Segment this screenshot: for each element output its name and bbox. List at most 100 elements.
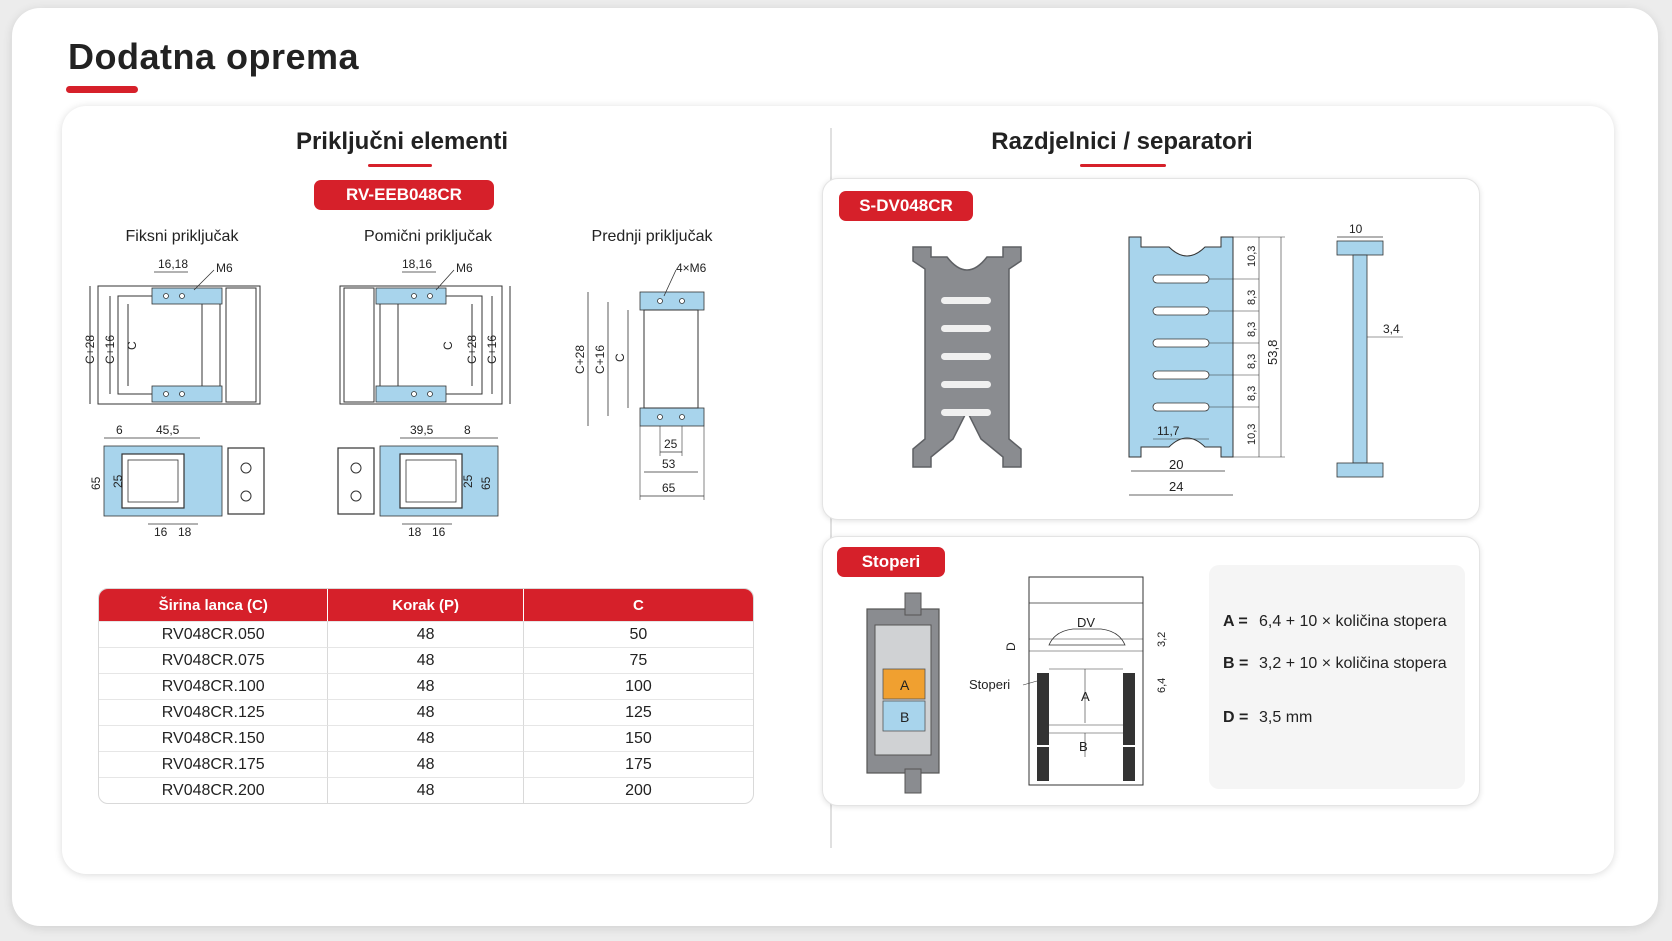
header-c: C <box>523 589 753 621</box>
dim-16-18: 16,18 <box>158 257 188 271</box>
fixed-connector-label: Fiksni priključak <box>125 228 239 245</box>
dim-65-moving: 65 <box>479 476 493 490</box>
fixed-connector-drawing: 16,18 M6 C+28 C+16 C 6 45,5 65 25 16 18 <box>83 257 265 539</box>
left-section-underline <box>368 164 432 167</box>
cell-model: RV048CR.200 <box>99 777 329 803</box>
dim-18-moving: 18 <box>408 525 422 539</box>
dim-3-2: 3,2 <box>1156 632 1168 647</box>
formula-a-value: 6,4 + 10 × količina stopera <box>1259 613 1447 630</box>
right-section-title: Razdjelnici / separatori <box>991 128 1253 155</box>
stopper-formulas: A = 6,4 + 10 × količina stopera B = 3,2 + … <box>1209 565 1465 789</box>
separator-card: S-DV048CR <box>822 178 1480 520</box>
cell-c: 175 <box>523 751 753 777</box>
cell-c: 200 <box>523 777 753 803</box>
dim-25-moving: 25 <box>461 474 475 488</box>
dim-18-16: 18,16 <box>402 257 432 271</box>
moving-connector-drawing: 18,16 M6 C C+28 C+16 39,5 8 25 65 18 16 <box>337 257 511 539</box>
dim-65: 65 <box>89 476 103 490</box>
dim-11-7: 11,7 <box>1157 424 1180 438</box>
dim-10-3-bottom: 10,3 <box>1246 424 1258 445</box>
page-title: Dodatna oprema <box>68 36 360 77</box>
dim-16: 16 <box>154 525 168 539</box>
dim-c28-moving: C+28 <box>465 335 479 364</box>
dim-8-3-a: 8,3 <box>1246 290 1258 305</box>
header-pitch: Korak (P) <box>328 589 524 621</box>
left-section-title: Priključni elementi <box>295 128 509 155</box>
stoppers-card: Stoperi A B DV D <box>822 536 1480 806</box>
dim-25-front: 25 <box>664 437 678 451</box>
cell-pitch: 48 <box>328 751 524 777</box>
formula-d: D =3,5 mm <box>1223 709 1312 727</box>
dim-c16-front: C+16 <box>593 345 607 374</box>
right-section-underline <box>1080 164 1166 167</box>
cell-model: RV048CR.175 <box>99 751 329 777</box>
cell-c: 150 <box>523 725 753 751</box>
dim-53-8: 53,8 <box>1265 340 1280 365</box>
dim-b: B <box>1079 739 1088 754</box>
cell-pitch: 48 <box>328 699 524 725</box>
dim-c: C <box>125 341 139 350</box>
dim-a: A <box>1081 689 1090 704</box>
connector-spec-table: Širina lanca (C) Korak (P) C RV048CR.050… <box>98 588 754 804</box>
dim-10: 10 <box>1349 222 1363 236</box>
cell-pitch: 48 <box>328 621 524 647</box>
front-connector-label: Prednji priključak <box>591 228 713 245</box>
dim-c-front: C <box>613 353 627 362</box>
dim-45-5: 45,5 <box>156 423 180 437</box>
cell-c: 50 <box>523 621 753 647</box>
dim-c-moving: C <box>441 341 455 350</box>
cell-pitch: 48 <box>328 647 524 673</box>
cell-c: 100 <box>523 673 753 699</box>
formula-a-key: A = <box>1223 613 1248 630</box>
dim-8-3-d: 8,3 <box>1246 386 1258 401</box>
stoppers-badge: Stoperi <box>837 547 945 577</box>
stopper-b-label: B <box>900 709 909 725</box>
stopper-drawing: DV D A B Stoperi 3,2 6,4 <box>969 576 1168 786</box>
stopper-photo: A B <box>866 592 940 794</box>
dim-25: 25 <box>111 474 125 488</box>
separator-side-view: 10 3,4 <box>1336 222 1403 478</box>
dim-18: 18 <box>178 525 192 539</box>
cell-pitch: 48 <box>328 725 524 751</box>
formula-b-value: 3,2 + 10 × količina stopera <box>1259 655 1447 672</box>
stopper-a-label: A <box>900 677 910 693</box>
connector-model-badge: RV-EEB048CR <box>314 180 494 210</box>
front-connector-drawing: 4×M6 C+28 C+16 C 25 53 65 <box>573 261 707 500</box>
cell-model: RV048CR.075 <box>99 647 329 673</box>
dim-8-3-b: 8,3 <box>1246 322 1258 337</box>
dim-c28: C+28 <box>83 335 97 364</box>
dim-24: 24 <box>1169 479 1183 494</box>
dim-8-3-c: 8,3 <box>1246 354 1258 369</box>
formula-d-key: D = <box>1223 709 1249 726</box>
dim-6: 6 <box>116 423 123 437</box>
dim-53-front: 53 <box>662 457 676 471</box>
dim-c16-moving: C+16 <box>485 335 499 364</box>
dim-8: 8 <box>464 423 471 437</box>
cell-pitch: 48 <box>328 673 524 699</box>
stoperi-callout: Stoperi <box>969 677 1010 692</box>
dim-c16: C+16 <box>103 335 117 364</box>
cell-model: RV048CR.125 <box>99 699 329 725</box>
separator-photo <box>912 246 1022 468</box>
dim-16-moving: 16 <box>432 525 446 539</box>
dim-20: 20 <box>1169 457 1183 472</box>
dim-m6-moving: M6 <box>456 261 473 275</box>
separator-model-badge: S-DV048CR <box>839 191 973 221</box>
dim-d: D <box>1004 642 1018 651</box>
page-container: Dodatna oprema Priključni elementi RV-EE… <box>12 8 1658 926</box>
table-header-row: Širina lanca (C) Korak (P) C <box>99 589 753 621</box>
dim-c28-front: C+28 <box>573 345 587 374</box>
formula-b-key: B = <box>1223 655 1249 672</box>
dim-dv: DV <box>1077 615 1095 630</box>
moving-connector-label: Pomični priključak <box>363 228 493 245</box>
formula-b: B = 3,2 + 10 × količina stopera <box>1223 655 1447 673</box>
content-card: Priključni elementi RV-EEB048CR Fiksni p… <box>62 106 1614 874</box>
dim-10-3-top: 10,3 <box>1246 246 1258 267</box>
dim-6-4: 6,4 <box>1156 678 1168 693</box>
